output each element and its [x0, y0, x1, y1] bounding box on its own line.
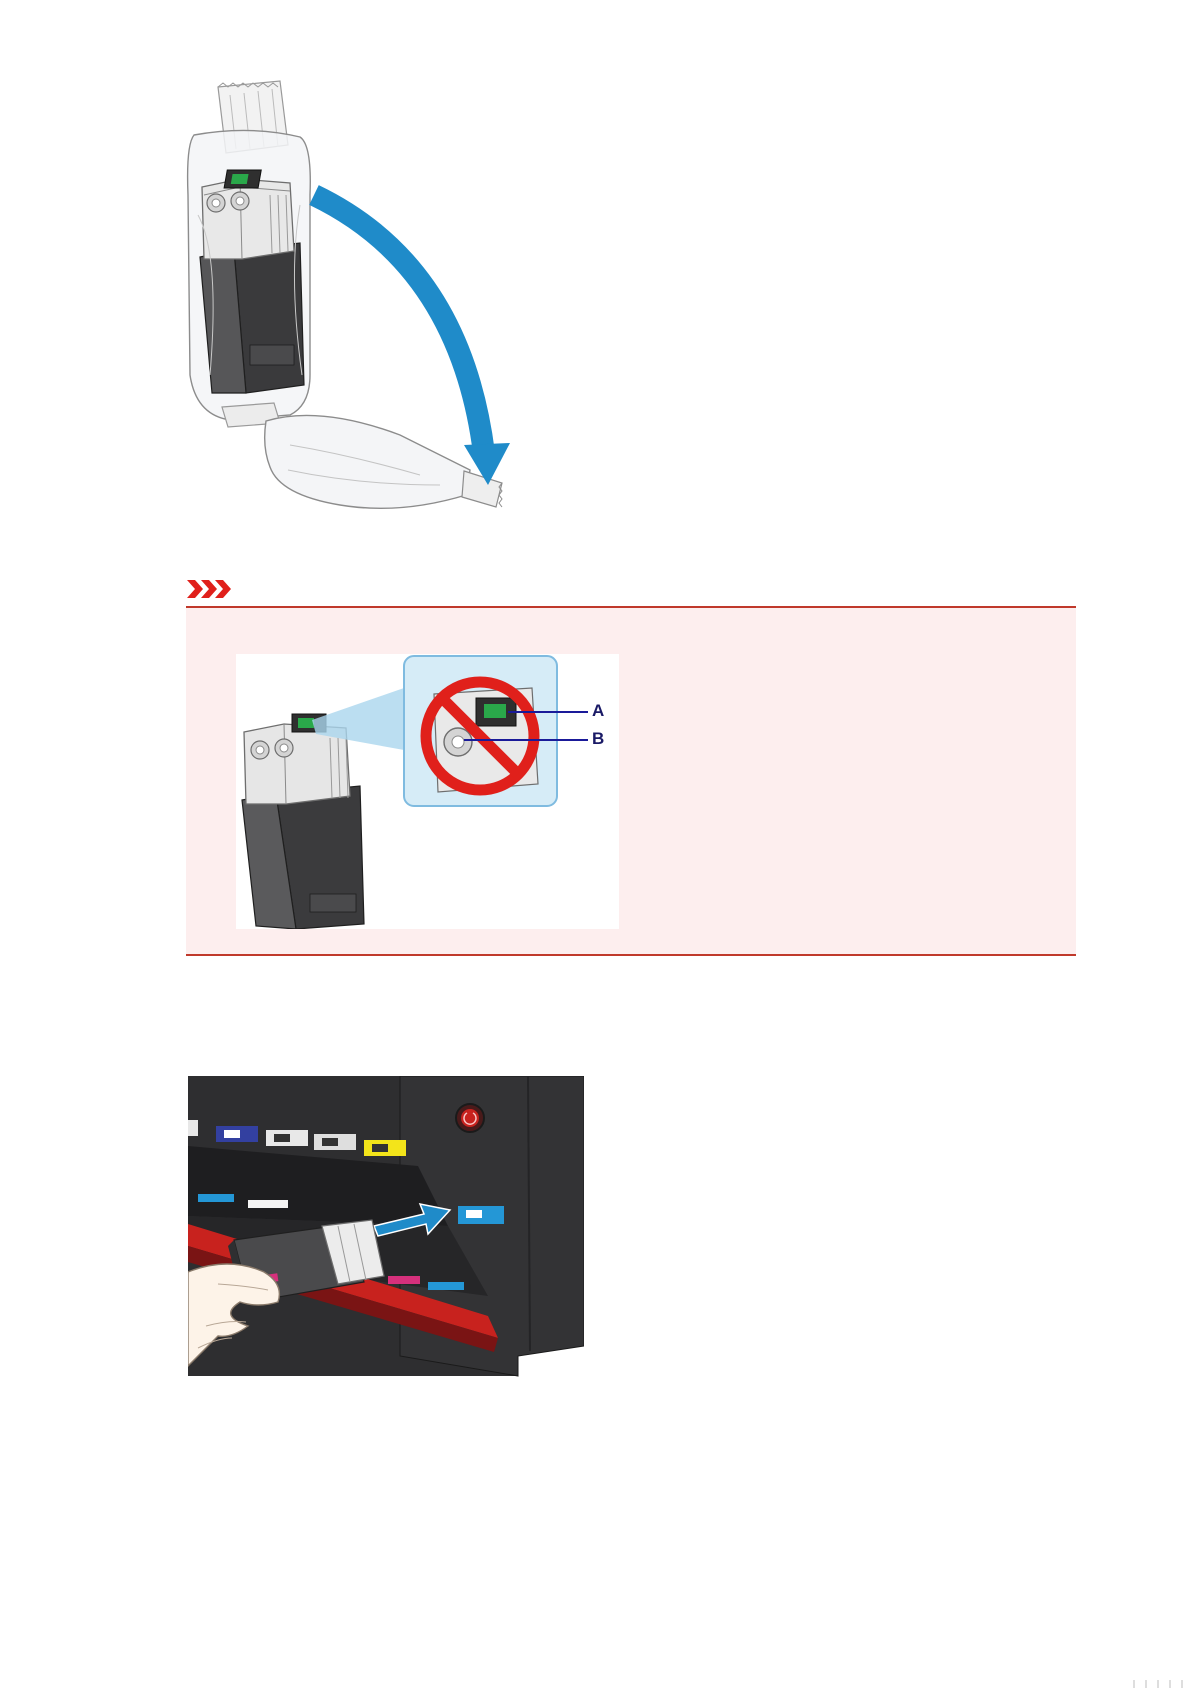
do-not-touch-contacts-icon — [236, 654, 619, 929]
callout-label-b: B — [592, 729, 604, 749]
cartridge-bag-removal-icon — [170, 75, 550, 550]
important-chevrons-icon — [187, 580, 235, 598]
page-edge-marks — [1130, 1675, 1190, 1685]
do-not-touch-contacts-figure: A B — [236, 654, 619, 929]
cartridge-insertion-figure — [188, 1076, 584, 1381]
callout-label-a: A — [592, 701, 604, 721]
cartridge-insertion-icon — [188, 1076, 584, 1381]
important-notice-box: A B — [186, 606, 1076, 956]
cartridge-bag-removal-figure — [170, 75, 550, 550]
